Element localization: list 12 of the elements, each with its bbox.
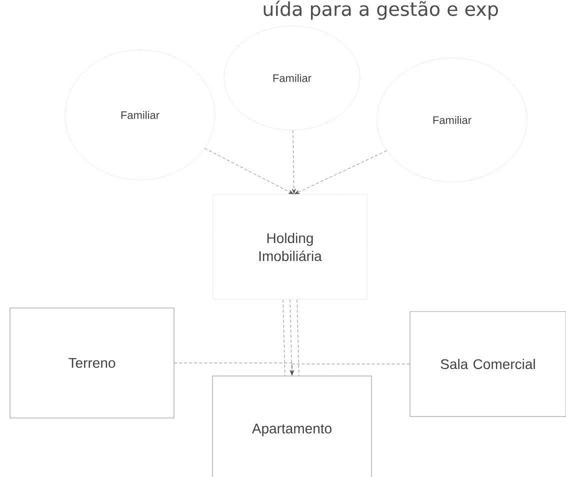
arrow bbox=[294, 150, 387, 194]
ellipse-node: Familiar bbox=[64, 50, 216, 180]
ellipse-node: Familiar bbox=[224, 26, 360, 130]
process-box: Holding Imobiliária bbox=[212, 194, 368, 300]
arrow bbox=[290, 364, 410, 376]
heading-text: uída para a gestão e exp bbox=[264, 0, 498, 20]
process-box: Sala Comercial bbox=[410, 311, 566, 417]
process-box: Terreno bbox=[10, 308, 174, 418]
arrow bbox=[292, 130, 296, 194]
process-box: Apartamento bbox=[212, 376, 372, 477]
ellipse-node: Familiar bbox=[376, 58, 528, 182]
arrow bbox=[204, 148, 294, 194]
